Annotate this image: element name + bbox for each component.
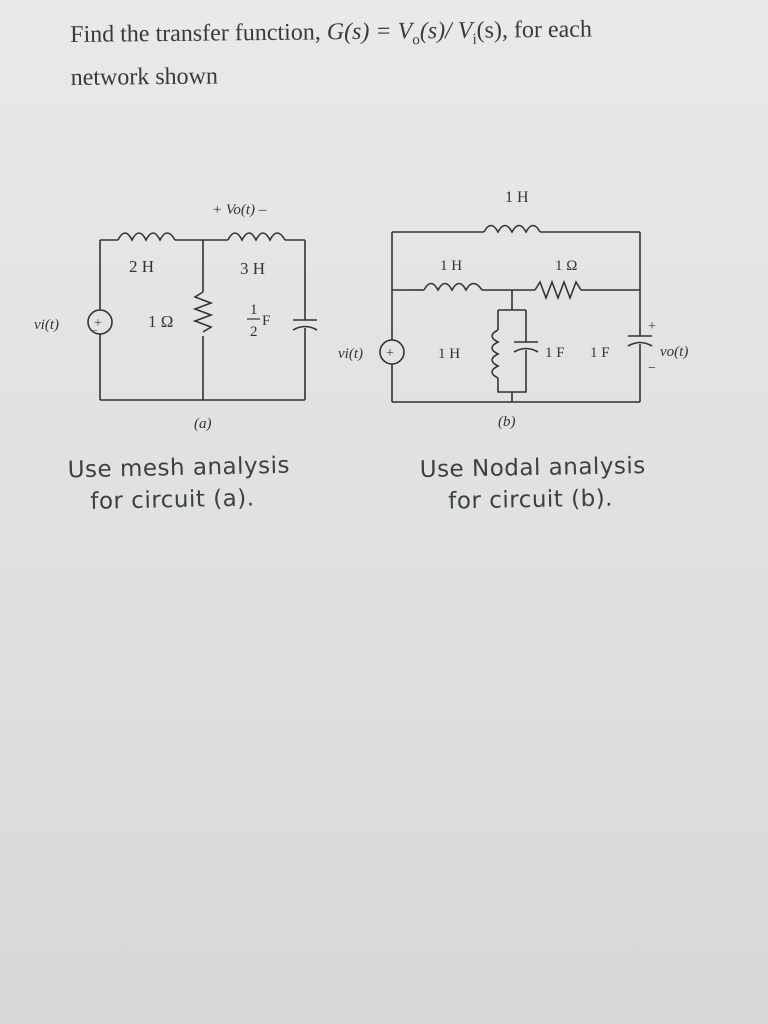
inductor-3H	[227, 232, 286, 242]
label-1F-b: 1 F	[590, 345, 610, 361]
label-vo-b: vo(t)	[660, 344, 688, 360]
capacitor-b1-plate-bottom	[513, 347, 539, 353]
label-vert-1H: 1 H	[438, 346, 460, 362]
resistor-1ohm	[192, 291, 214, 333]
source-b-plus: +	[386, 346, 394, 361]
label-1F-a: 1 F	[545, 345, 565, 361]
svg-text:−: −	[648, 361, 656, 376]
label-top-1H: 1 H	[505, 189, 529, 206]
label-vo-a: + Vo(t) –	[212, 202, 267, 218]
label-vi-a: vi(t)	[34, 317, 59, 333]
label-cap-F: F	[262, 313, 270, 329]
resistor-b-1ohm	[534, 279, 582, 301]
label-cap-den: 2	[250, 324, 258, 340]
label-3H: 3 H	[240, 259, 265, 278]
label-mid-1H: 1 H	[440, 258, 462, 274]
note-a-line-2: for circuit (a).	[90, 485, 255, 515]
source-a-circle	[87, 309, 113, 335]
inductor-top-1H	[483, 224, 541, 234]
label-2H: 2 H	[129, 257, 154, 276]
handwritten-note-a: Use mesh analysis for circuit (a).	[67, 450, 291, 519]
source-b-circle	[379, 339, 405, 365]
capacitor-plate-bottom	[292, 325, 318, 331]
inductor-vertical-1H	[491, 329, 500, 379]
note-a-line-1: Use mesh analysis	[67, 452, 291, 484]
caption-a: (a)	[194, 416, 212, 432]
handwritten-note-b: Use Nodal analysis for circuit (b).	[419, 450, 646, 518]
caption-b: (b)	[498, 414, 516, 430]
source-a-plus: +	[94, 316, 102, 331]
svg-text:−: −	[92, 326, 98, 337]
note-b-line-1: Use Nodal analysis	[419, 453, 647, 483]
inductor-mid-1H	[423, 282, 483, 292]
note-b-line-2: for circuit (b).	[448, 485, 614, 515]
label-cap-num: 1	[250, 302, 258, 318]
label-b-1ohm: 1 Ω	[555, 258, 577, 274]
label-vi-b: vi(t)	[338, 346, 363, 362]
inductor-2H	[117, 232, 176, 242]
capacitor-b2-plate-bottom	[627, 341, 653, 347]
svg-text:+: +	[648, 319, 656, 334]
label-1ohm: 1 Ω	[148, 312, 173, 331]
